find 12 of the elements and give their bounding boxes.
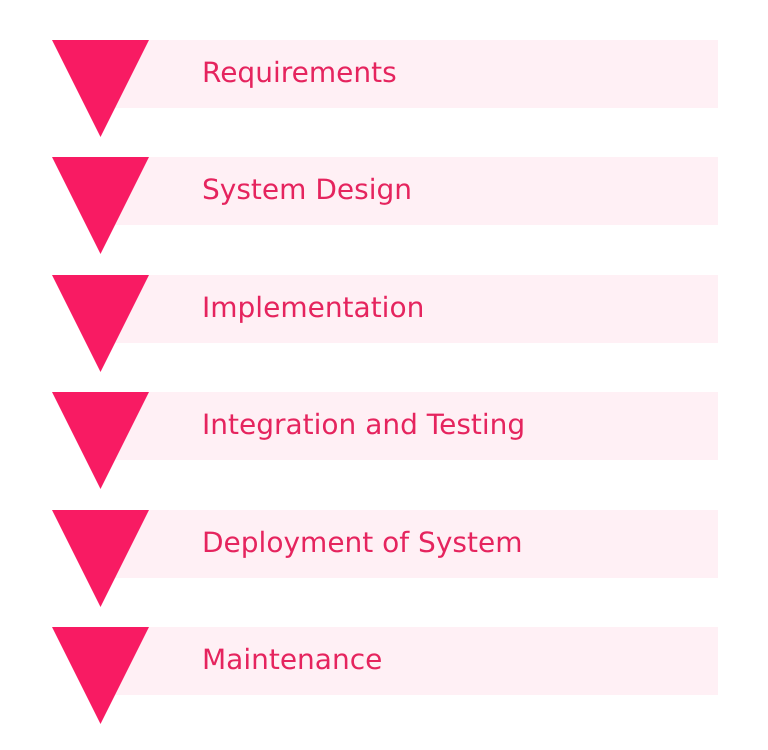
step-label: System Design bbox=[202, 174, 412, 207]
step-band bbox=[149, 40, 718, 108]
step-band bbox=[149, 157, 718, 226]
step-band bbox=[149, 392, 718, 460]
step-label: Deployment of System bbox=[202, 526, 522, 559]
step-label: Implementation bbox=[202, 290, 424, 324]
step-label: Requirements bbox=[202, 56, 397, 90]
step-band bbox=[149, 510, 718, 578]
step-label: Maintenance bbox=[202, 643, 382, 676]
step-band bbox=[149, 274, 718, 343]
step-label: Integration and Testing bbox=[202, 408, 526, 442]
step-band bbox=[149, 627, 718, 695]
